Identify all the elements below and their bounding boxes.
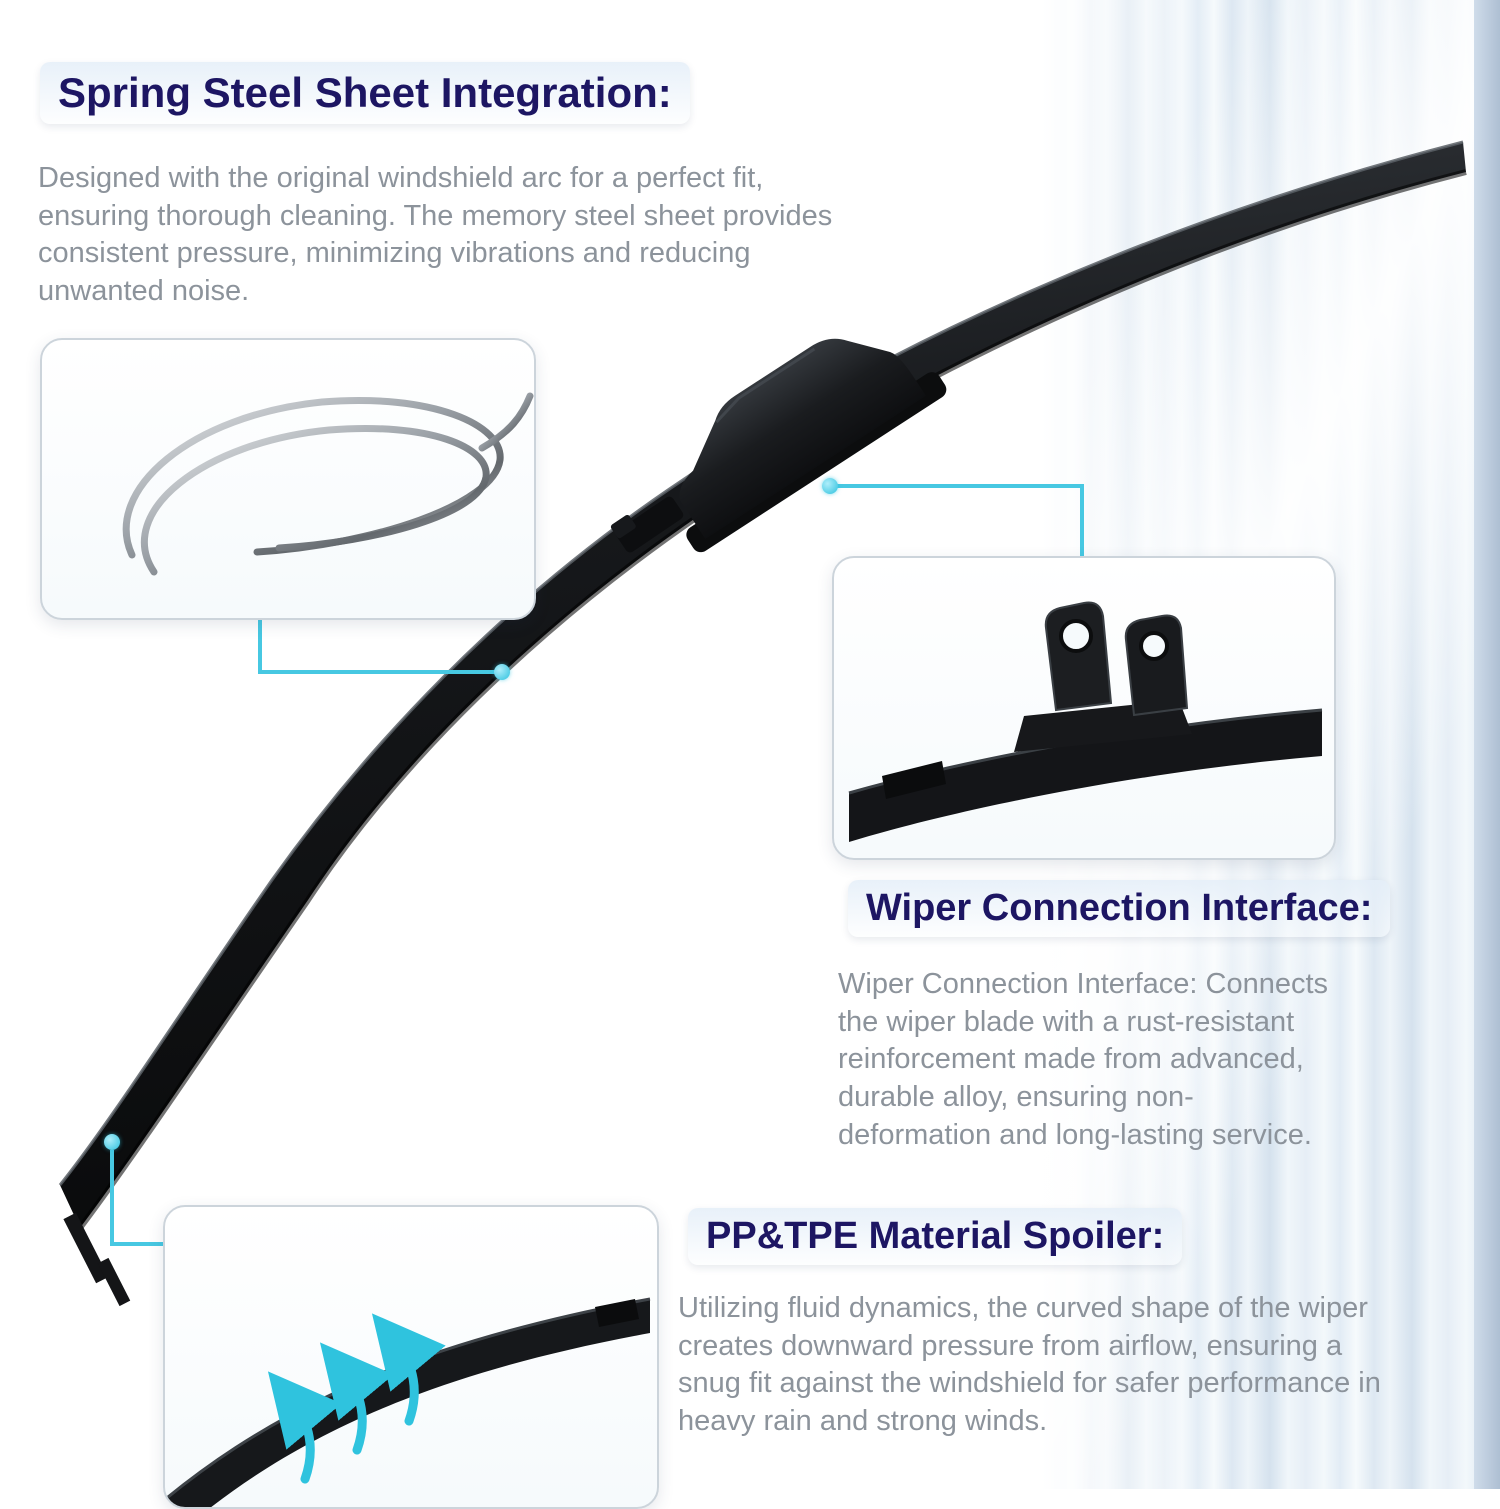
rubber-tail-end [97,1257,131,1307]
callout-line-steel-h [258,670,502,674]
callout-line-connector-v [1080,484,1084,558]
wiper-adapter [679,338,947,553]
callout-dot-steel [494,664,510,680]
connection-interface-description: Wiper Connection Interface: Connects the… [838,968,1329,1151]
right-edge-band [1474,0,1500,1489]
callout-dot-spoiler [104,1134,120,1150]
inset-spring-steel-image [40,338,536,620]
inset-connection-interface-image [832,556,1336,860]
spring-steel-heading: Spring Steel Sheet Integration: [40,62,690,124]
spoiler-heading: PP&TPE Material Spoiler: [688,1208,1183,1265]
steel-sheet-loops-icon [122,392,534,576]
callout-line-connector-h [836,484,1084,488]
blade-rubber-edge [77,169,1467,1230]
spoiler-description: Utilizing fluid dynamics, the curved sha… [678,1292,1381,1438]
blade-clip [610,496,684,553]
spring-steel-description: Designed with the original windshield ar… [38,162,833,308]
inset-spoiler-image [163,1205,659,1509]
callout-line-steel-v [258,616,262,674]
callout-dot-connector [822,478,838,494]
connection-interface-heading: Wiper Connection Interface: [848,880,1391,937]
spoiler-airflow-icon [165,1297,651,1507]
callout-line-spoiler-v [110,1150,114,1246]
airflow-arrow-icons [267,1313,446,1484]
rubber-tail [63,1212,109,1284]
callout-line-spoiler-h [110,1242,166,1246]
connector-claw-icon [848,601,1323,842]
